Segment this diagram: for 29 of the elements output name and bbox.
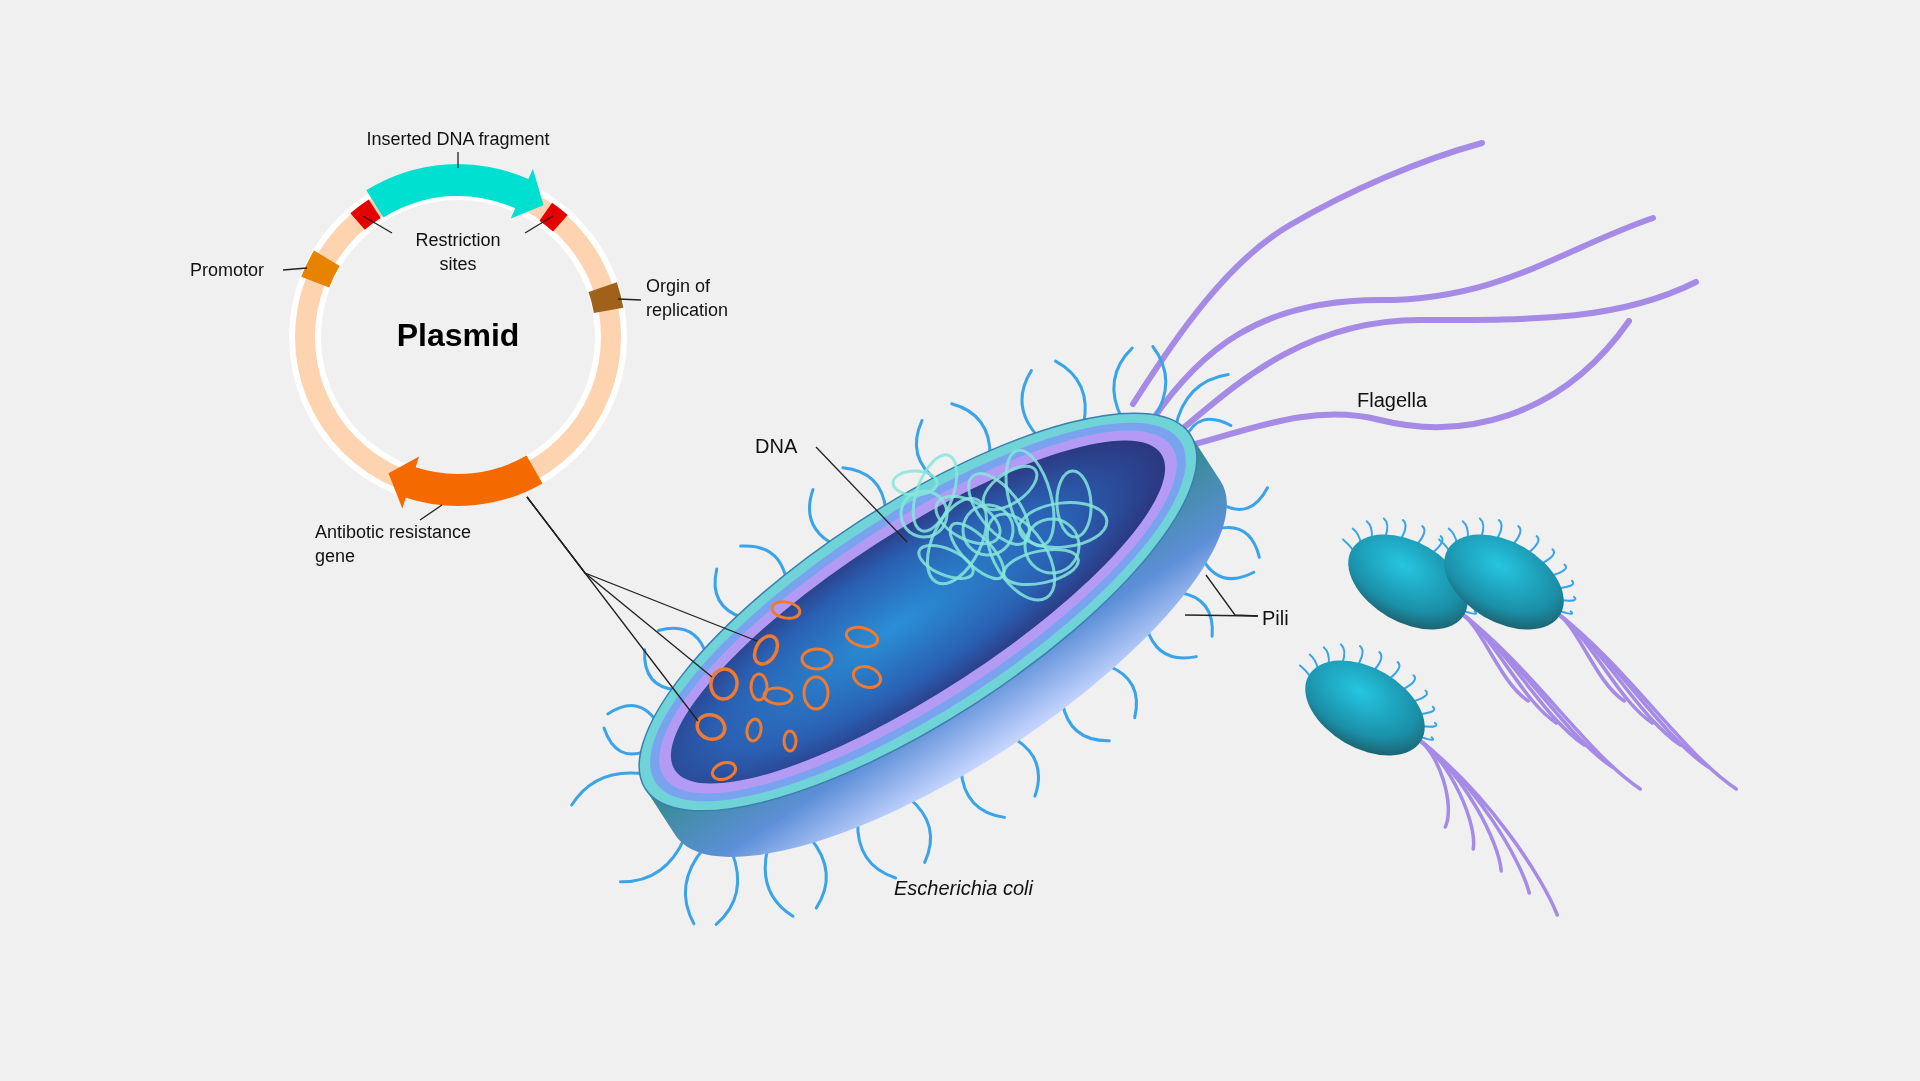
leader-line	[524, 215, 554, 234]
part-label: Inserted DNA fragment	[330, 127, 586, 151]
part-label: Antibotic resistance gene	[315, 520, 475, 568]
species-caption: Escherichia coli	[894, 876, 1033, 901]
plasmid-title: Plasmid	[396, 316, 520, 355]
leader-line	[1184, 614, 1259, 617]
part-label: Promotor	[190, 258, 280, 282]
leader-line	[282, 267, 308, 271]
restriction-site-segment	[350, 199, 381, 230]
leader-line	[419, 504, 443, 521]
leader-line	[815, 446, 908, 543]
promoter-block	[301, 250, 340, 288]
restriction-site-segment	[539, 202, 568, 232]
plasmid-ring	[695, 713, 727, 741]
leader-line	[362, 215, 393, 234]
leader-line	[617, 298, 642, 301]
resistance-gene-band	[388, 455, 543, 509]
origin-block	[588, 282, 624, 313]
part-label: Orgin of replication	[646, 274, 776, 322]
part-label: Flagella	[1357, 388, 1428, 413]
dna-strand-drawing	[891, 448, 1109, 602]
plasmid-ring	[752, 634, 780, 666]
part-label: Pili	[1262, 604, 1312, 632]
leader-line	[526, 496, 699, 722]
leader-line	[457, 151, 459, 169]
part-label: Restriction sites	[398, 228, 518, 276]
inserted-fragment-band	[366, 164, 544, 219]
plasmid-ring	[709, 667, 739, 701]
part-label: DNA	[755, 432, 815, 460]
